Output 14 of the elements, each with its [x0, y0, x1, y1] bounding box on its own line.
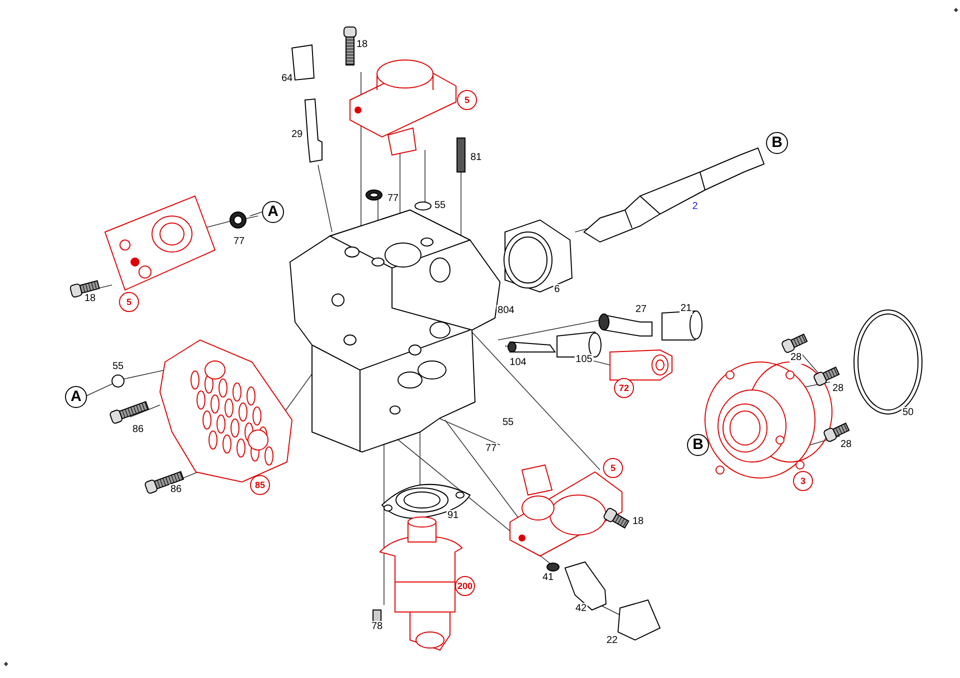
- circled-callout-number: 72: [614, 378, 634, 398]
- circled-callout-number: 5: [603, 458, 623, 478]
- circled-callout-number: 200: [455, 576, 475, 596]
- circled-callout-number: 85: [250, 475, 270, 495]
- callout-number: 28: [789, 352, 803, 364]
- reference-letter: A: [65, 386, 87, 408]
- circled-callout-number: 3: [793, 471, 813, 491]
- circled-callout-number: 5: [457, 90, 477, 110]
- circled-callout-number: 5: [119, 292, 139, 312]
- callout-number: 78: [370, 621, 384, 633]
- reference-letter: B: [687, 434, 709, 456]
- callout-number: 21: [679, 303, 693, 315]
- reference-letter: A: [262, 201, 284, 223]
- reference-letter: B: [766, 132, 788, 154]
